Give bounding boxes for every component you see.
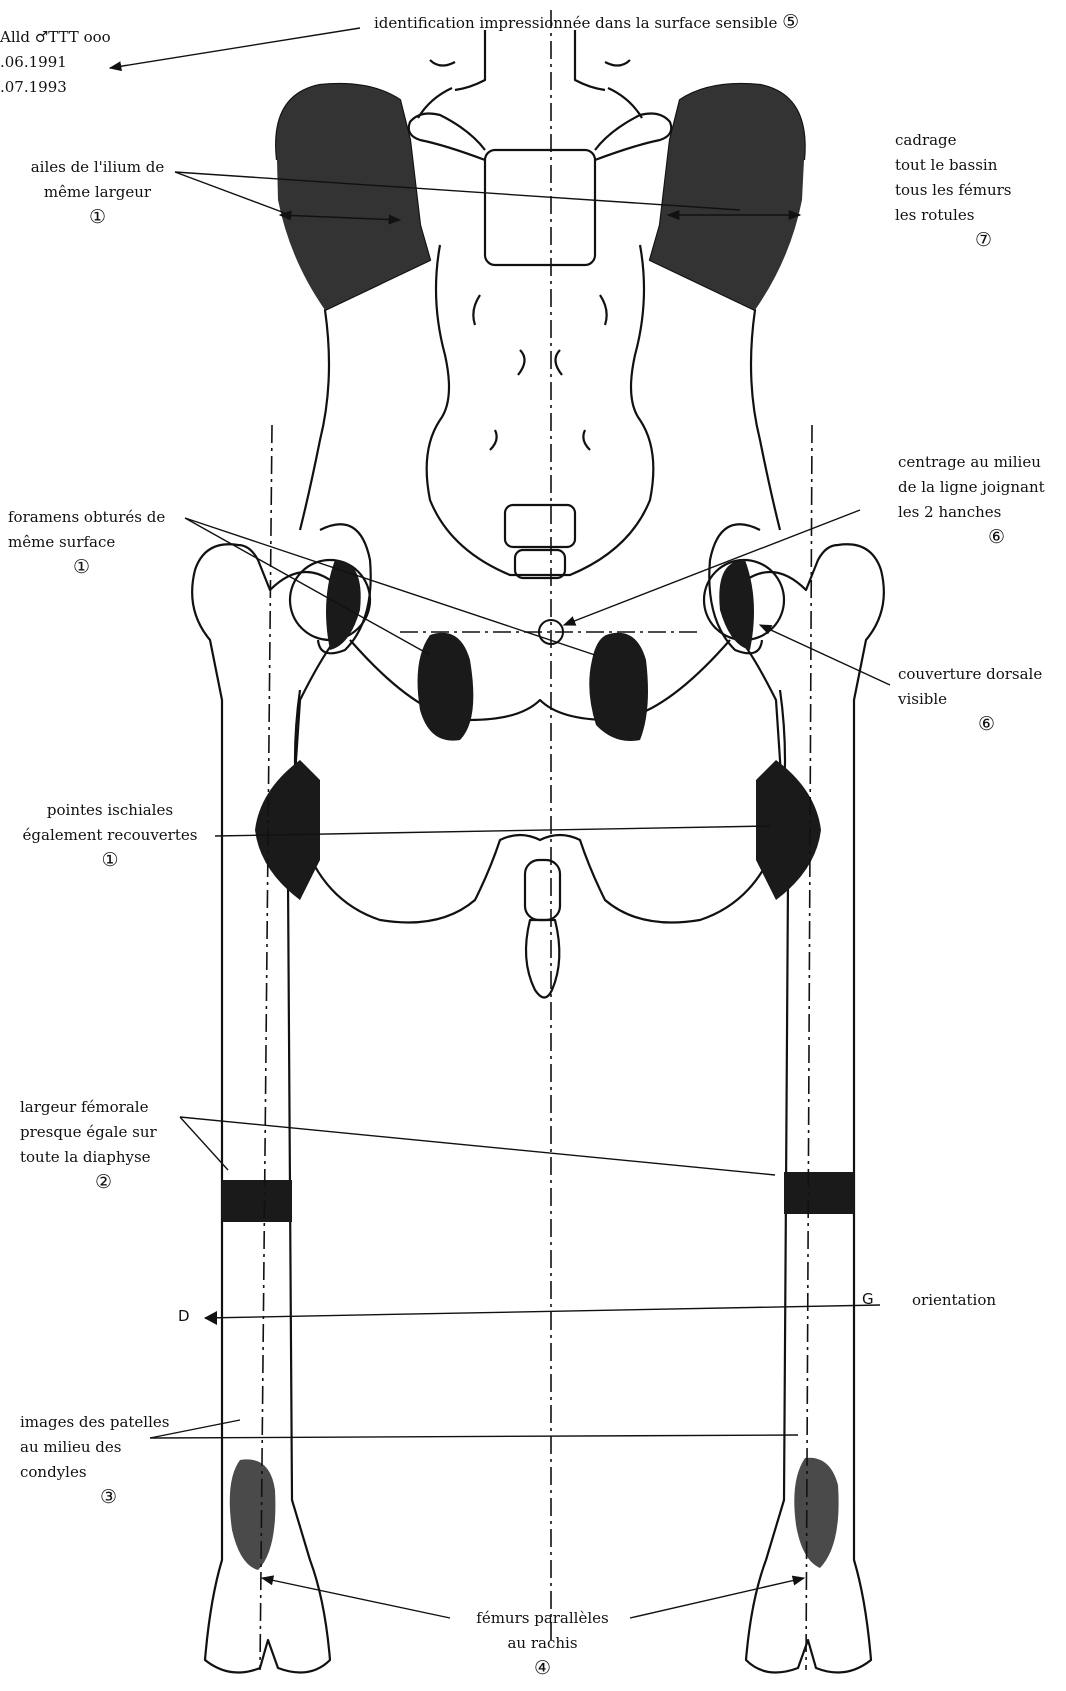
label-paralleles-num: ④ bbox=[455, 1656, 630, 1681]
label-couverture: couverture dorsale visible ⑥ bbox=[898, 662, 1042, 737]
patella-right bbox=[230, 1459, 276, 1570]
obturator-foramen-left bbox=[589, 633, 648, 741]
label-cadrage-line-2: tout le bassin bbox=[895, 153, 1012, 178]
id-block: Alld ♂TTT ooo .06.1991 .07.1993 bbox=[0, 25, 111, 100]
label-femorale: largeur fémorale presque égale sur toute… bbox=[20, 1095, 157, 1195]
ilium-wing-left-shade bbox=[650, 84, 805, 310]
label-ischiales: pointes ischiales également recouvertes … bbox=[5, 798, 215, 873]
label-patelles-line-1: images des patelles bbox=[20, 1410, 169, 1435]
femur-left-side bbox=[704, 544, 884, 1672]
label-patelles-num: ③ bbox=[20, 1485, 169, 1510]
label-paralleles-line-2: au rachis bbox=[455, 1631, 630, 1656]
label-cadrage-num: ⑦ bbox=[895, 228, 1012, 253]
ischial-tuberosity-right bbox=[255, 760, 320, 900]
coccyx bbox=[525, 860, 560, 998]
label-orientation: orientation bbox=[912, 1288, 996, 1313]
leader-foramens-1 bbox=[185, 518, 430, 655]
label-ilium-line-2: même largeur bbox=[10, 180, 185, 205]
label-foramens-line-1: foramens obturés de bbox=[8, 505, 198, 530]
femoral-width-band-right bbox=[222, 1180, 292, 1222]
label-cadrage-line-1: cadrage bbox=[895, 128, 1012, 153]
label-identification-num: ⑤ bbox=[782, 11, 799, 33]
label-femorale-line-1: largeur fémorale bbox=[20, 1095, 157, 1120]
label-patelles: images des patelles au milieu des condyl… bbox=[20, 1410, 169, 1510]
label-patelles-line-2: au milieu des bbox=[20, 1435, 169, 1460]
label-femorale-line-3: toute la diaphyse bbox=[20, 1145, 157, 1170]
id-line-1: Alld ♂TTT ooo bbox=[0, 25, 111, 50]
label-centrage-line-2: de la ligne joignant bbox=[898, 475, 1045, 500]
leader-identification bbox=[110, 28, 360, 68]
orientation-arrowhead bbox=[204, 1311, 217, 1325]
label-couverture-line-2: visible bbox=[898, 687, 1042, 712]
label-identification-text: identification impressionnée dans la sur… bbox=[374, 14, 777, 32]
patella-left bbox=[794, 1458, 838, 1568]
label-paralleles-line-1: fémurs parallèles bbox=[455, 1606, 630, 1631]
label-centrage: centrage au milieu de la ligne joignant … bbox=[898, 450, 1045, 550]
id-line-3: .07.1993 bbox=[0, 75, 111, 100]
orientation-letter-d: D bbox=[178, 1307, 190, 1325]
leader-femorale-1 bbox=[180, 1117, 228, 1170]
ilium-wing-right-shade bbox=[276, 84, 430, 310]
leader-patelles-2 bbox=[150, 1435, 798, 1438]
orientation-letter-g: G bbox=[862, 1290, 874, 1308]
label-foramens: foramens obturés de même surface ① bbox=[8, 505, 198, 580]
obturator-foramen-right bbox=[418, 633, 474, 741]
leader-orientation bbox=[205, 1305, 880, 1318]
label-ilium-num: ① bbox=[10, 205, 185, 230]
id-line-2: .06.1991 bbox=[0, 50, 111, 75]
label-foramens-num: ① bbox=[8, 555, 198, 580]
label-ischiales-line-1: pointes ischiales bbox=[5, 798, 215, 823]
label-couverture-num: ⑥ bbox=[898, 712, 1042, 737]
vertebra-top bbox=[418, 30, 642, 118]
vertebra-lumbar bbox=[409, 114, 672, 265]
label-foramens-line-2: même surface bbox=[8, 530, 198, 555]
leader-paralleles-left bbox=[630, 1578, 804, 1618]
label-cadrage-line-3: tous les fémurs bbox=[895, 178, 1012, 203]
label-orientation-text: orientation bbox=[912, 1291, 996, 1309]
femoral-width-band-left bbox=[784, 1172, 854, 1214]
label-identification: identification impressionnée dans la sur… bbox=[374, 10, 799, 36]
label-ilium-line-1: ailes de l'ilium de bbox=[10, 155, 185, 180]
label-centrage-line-1: centrage au milieu bbox=[898, 450, 1045, 475]
sacrum bbox=[427, 245, 654, 578]
label-patelles-line-3: condyles bbox=[20, 1460, 169, 1485]
leader-paralleles-right bbox=[262, 1578, 450, 1618]
label-centrage-num: ⑥ bbox=[898, 525, 1045, 550]
label-cadrage-line-4: les rotules bbox=[895, 203, 1012, 228]
label-paralleles: fémurs parallèles au rachis ④ bbox=[455, 1606, 630, 1681]
label-cadrage: cadrage tout le bassin tous les fémurs l… bbox=[895, 128, 1012, 253]
ischial-tuberosity-left bbox=[756, 760, 821, 900]
femur-right-side bbox=[192, 544, 370, 1672]
label-femorale-line-2: presque égale sur bbox=[20, 1120, 157, 1145]
leader-foramens-2 bbox=[185, 518, 595, 655]
label-ischiales-line-2: également recouvertes bbox=[5, 823, 215, 848]
label-couverture-line-1: couverture dorsale bbox=[898, 662, 1042, 687]
label-femorale-num: ② bbox=[20, 1170, 157, 1195]
leader-femorale-2 bbox=[180, 1117, 775, 1175]
label-centrage-line-3: les 2 hanches bbox=[898, 500, 1045, 525]
label-ischiales-num: ① bbox=[5, 848, 215, 873]
label-ilium: ailes de l'ilium de même largeur ① bbox=[10, 155, 185, 230]
